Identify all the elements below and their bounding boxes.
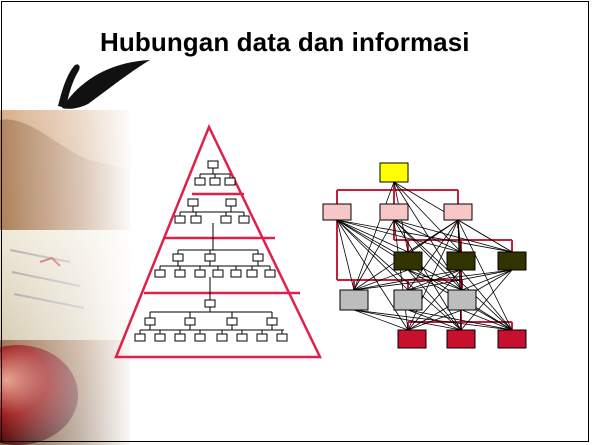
network-node-level5 bbox=[446, 329, 476, 349]
network-node-level3 bbox=[393, 251, 423, 271]
slide-title: Hubungan data dan informasi bbox=[100, 27, 470, 57]
pyramid-diagram-icon bbox=[114, 123, 322, 359]
network-node-level2 bbox=[379, 203, 409, 221]
network-node-level4 bbox=[339, 289, 369, 311]
network-node-top bbox=[379, 162, 409, 183]
network-diagram-icon bbox=[322, 162, 527, 349]
network-node-level3 bbox=[446, 251, 476, 271]
network-node-level2 bbox=[443, 203, 473, 221]
network-node-level3 bbox=[497, 251, 527, 271]
network-node-level5 bbox=[397, 329, 427, 349]
network-node-level2 bbox=[322, 203, 352, 221]
network-node-level4 bbox=[393, 289, 423, 311]
network-node-level4 bbox=[447, 289, 477, 311]
network-node-level5 bbox=[497, 329, 527, 349]
